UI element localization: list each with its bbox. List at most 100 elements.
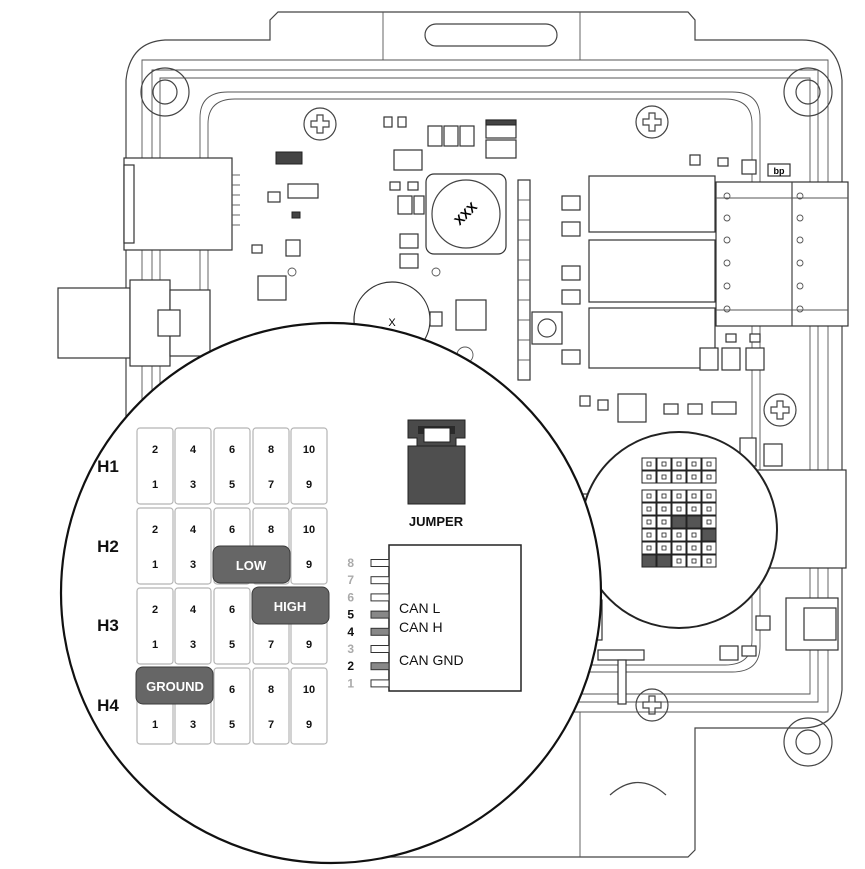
pin-number: 4: [190, 444, 197, 456]
connector-pin: [370, 662, 390, 671]
svg-text:HIGH: HIGH: [274, 599, 307, 614]
small-grid-cell: [686, 457, 702, 471]
pin-number: 5: [229, 719, 235, 731]
pin-number: 6: [229, 684, 235, 696]
small-grid-cell: [701, 541, 717, 555]
pin-number: 9: [306, 719, 312, 731]
small-grid-pin: [661, 493, 667, 499]
small-grid-pin: [676, 474, 682, 480]
small-grid-cell: [641, 457, 657, 471]
pin-cell: [252, 667, 290, 745]
small-grid-cell: [656, 554, 672, 568]
connector-pin: [370, 679, 390, 688]
label-can-gnd: CAN GND: [399, 652, 464, 668]
pin-number: 3: [190, 639, 196, 651]
pin-cell: [213, 667, 251, 745]
label-can-h: CAN H: [399, 619, 443, 635]
small-grid-pin: [706, 545, 712, 551]
small-grid-pin: [661, 519, 667, 525]
connector-pin-number: 2: [347, 659, 354, 673]
can-connector-box: [388, 544, 522, 692]
small-grid-pin: [706, 506, 712, 512]
callout-low: LOW: [212, 545, 291, 584]
small-grid-pin: [676, 532, 682, 538]
small-grid-cell: [671, 554, 687, 568]
small-grid-cell: [686, 489, 702, 503]
pin-number: 4: [190, 604, 197, 616]
pin-cell: [213, 587, 251, 665]
small-grid-cell: [701, 528, 717, 542]
small-grid-cell: [656, 470, 672, 484]
row-label-h4: H4: [97, 696, 119, 715]
small-grid-pin: [646, 474, 652, 480]
small-grid-cell: [701, 489, 717, 503]
pin-number: 9: [306, 639, 312, 651]
connector-pin: [370, 593, 390, 602]
small-grid-pin: [661, 532, 667, 538]
pin-number: 1: [152, 719, 158, 731]
pin-number: 4: [190, 524, 197, 536]
pin-number: 2: [152, 444, 158, 456]
pin-number: 3: [190, 719, 196, 731]
small-grid-cell: [701, 457, 717, 471]
connector-pin-number: 4: [347, 625, 354, 639]
small-grid-cell: [701, 515, 717, 529]
small-grid-pin: [691, 461, 697, 467]
small-grid-cell: [671, 489, 687, 503]
small-grid-pin: [661, 545, 667, 551]
pin-cell: [290, 507, 328, 585]
small-grid-pin: [676, 461, 682, 467]
small-grid-pin: [691, 545, 697, 551]
pin-number: 5: [229, 479, 235, 491]
connector-pin-number: 7: [347, 573, 354, 587]
small-grid-cell: [641, 489, 657, 503]
svg-text:GROUND: GROUND: [146, 679, 204, 694]
small-grid-pin: [646, 493, 652, 499]
small-grid-pin: [676, 493, 682, 499]
small-grid-pin: [661, 474, 667, 480]
small-grid-cell: [686, 554, 702, 568]
small-grid-cell: [671, 528, 687, 542]
pin-number: 3: [190, 559, 196, 571]
pin-number: 9: [306, 479, 312, 491]
logo-marking: bp: [774, 166, 785, 176]
small-grid-cell: [701, 470, 717, 484]
jumper-illustration: [407, 419, 466, 505]
pin-cell: [290, 667, 328, 745]
small-grid-cell: [641, 502, 657, 516]
callout-high: HIGH: [251, 586, 330, 625]
small-grid-cell: [656, 541, 672, 555]
small-grid-cell: [686, 541, 702, 555]
small-grid-pin: [646, 519, 652, 525]
small-grid-cell: [686, 528, 702, 542]
connector-pin-number: 3: [347, 642, 354, 656]
connector-pin-number: 6: [347, 590, 354, 604]
pin-number: 6: [229, 604, 235, 616]
pin-number: 10: [303, 524, 315, 536]
pin-number: 9: [306, 559, 312, 571]
row-label-h3: H3: [97, 616, 119, 635]
small-grid-pin: [661, 506, 667, 512]
pin-number: 1: [152, 639, 158, 651]
small-grid-cell: [671, 470, 687, 484]
small-grid-pin: [646, 461, 652, 467]
small-grid-pin: [691, 532, 697, 538]
small-grid-pin: [676, 506, 682, 512]
zoomed-jumper-block: [580, 431, 778, 629]
pin-number: 8: [268, 524, 274, 536]
small-grid-cell: [656, 515, 672, 529]
small-grid-pin: [706, 461, 712, 467]
pin-number: 1: [152, 559, 158, 571]
callout-ground: GROUND: [135, 666, 214, 705]
inductor-x-marking: X: [388, 317, 396, 329]
pin-cell: [136, 507, 174, 585]
pin-cell: [174, 427, 212, 505]
connector-pin: [370, 627, 390, 636]
small-grid-cell: [686, 515, 702, 529]
connector-pin-number: 8: [347, 556, 354, 570]
connector-pin-number: 5: [347, 608, 354, 622]
small-grid-cell: [641, 554, 657, 568]
small-grid-cell: [656, 457, 672, 471]
small-grid-pin: [691, 506, 697, 512]
